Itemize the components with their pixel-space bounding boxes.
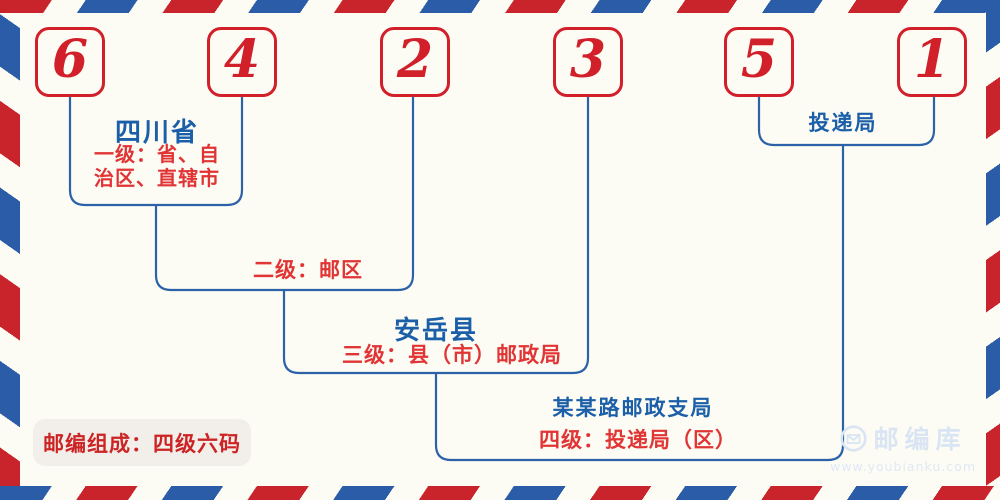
digit-3: 2 [396,29,434,90]
digit-box-1: 6 [35,27,105,97]
watermark-url: www.youbianku.com [830,459,976,474]
digit-1: 6 [51,29,89,90]
digit-box-2: 4 [207,27,277,97]
level4-description: 四级：投递局（区） [539,428,737,452]
airmail-border-right [986,0,1000,500]
level1-place-name: 四川省 [114,118,200,148]
site-watermark: 邮编库 www.youbianku.com [830,420,976,474]
composition-note-pill: 邮编组成：四级六码 [33,419,251,466]
bracket-delivery [757,97,936,147]
composition-note-text: 邮编组成：四级六码 [43,431,241,456]
digit-box-6: 1 [897,27,967,97]
airmail-border-top [0,0,1000,13]
digit-2: 4 [223,29,261,90]
level2-description: 二级：邮区 [253,258,363,282]
digit-box-5: 5 [724,27,794,97]
digit-4: 3 [569,29,607,90]
digit-box-3: 2 [380,27,450,97]
level3-description: 三级：县（市）邮政局 [342,343,562,367]
digit-box-4: 3 [553,27,623,97]
delivery-office-label: 投递局 [808,111,878,135]
digit-5: 5 [740,29,778,90]
level3-place-name: 安岳县 [393,316,479,346]
level4-place-name: 某某路邮政支局 [552,396,714,420]
envelope-logo-icon [839,424,867,452]
level1-description: 一级：省、自治区、直辖市 [94,142,220,190]
airmail-border-bottom [0,486,1000,500]
watermark-brand: 邮编库 [873,425,967,454]
digit-6: 1 [913,29,951,90]
bracket-level4 [434,145,845,462]
airmail-border-left [0,0,20,500]
